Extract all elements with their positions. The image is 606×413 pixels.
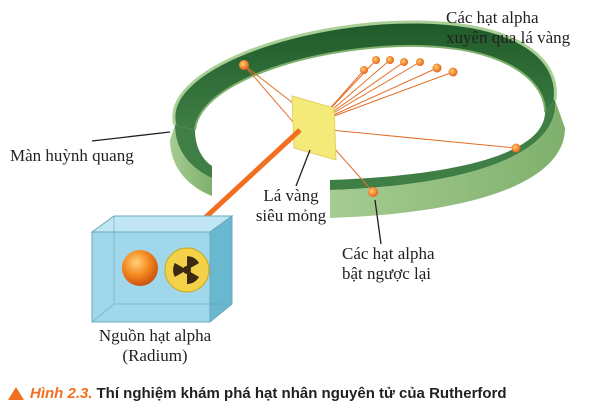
label-passed-through: Các hạt alpha xuyên qua lá vàng [446,8,571,47]
label-gold-foil: Lá vàng siêu mỏng [255,186,327,225]
caption-triangle-icon [8,386,24,400]
hit-particle [448,67,458,77]
radiation-icon [164,247,210,293]
hit-particle [386,56,394,64]
leader-screen [91,131,171,142]
hit-particle [511,143,521,153]
hit-particle-bounced [368,187,378,197]
source-box [90,215,234,324]
label-bounced-back: Các hạt alpha bật ngược lại [342,244,435,283]
rutherford-diagram [90,20,565,324]
screen-ring-front-left [170,125,212,196]
hit-particle [239,60,249,70]
hit-particle [360,66,368,74]
hit-particle [372,56,380,64]
radium-sample [122,250,158,286]
alpha-beam [192,128,302,230]
leader-foil [295,149,311,187]
leader-bounced [374,199,382,245]
label-screen: Màn huỳnh quang [10,146,134,165]
figure-caption: Hình 2.3. Thí nghiệm khám phá hạt nhân n… [8,380,604,406]
screen-ring-front-right-inner [330,100,556,190]
gold-foil [291,95,337,161]
screen-ring-front-right [330,100,565,218]
screen-ring-inner-edge [194,44,546,131]
hit-particle [416,58,424,66]
hit-particle [432,63,442,73]
leader-lines [91,131,382,245]
caption-text: Thí nghiệm khám phá hạt nhân nguyên tử c… [96,384,507,402]
figure-number: Hình 2.3. [30,384,93,402]
particle-hits [239,56,521,197]
screen-ring-front-left-inner [175,125,212,178]
screen-ring-rim [172,20,557,126]
label-source: Nguồn hạt alpha (Radium) [98,326,212,365]
hit-particle [400,58,408,66]
